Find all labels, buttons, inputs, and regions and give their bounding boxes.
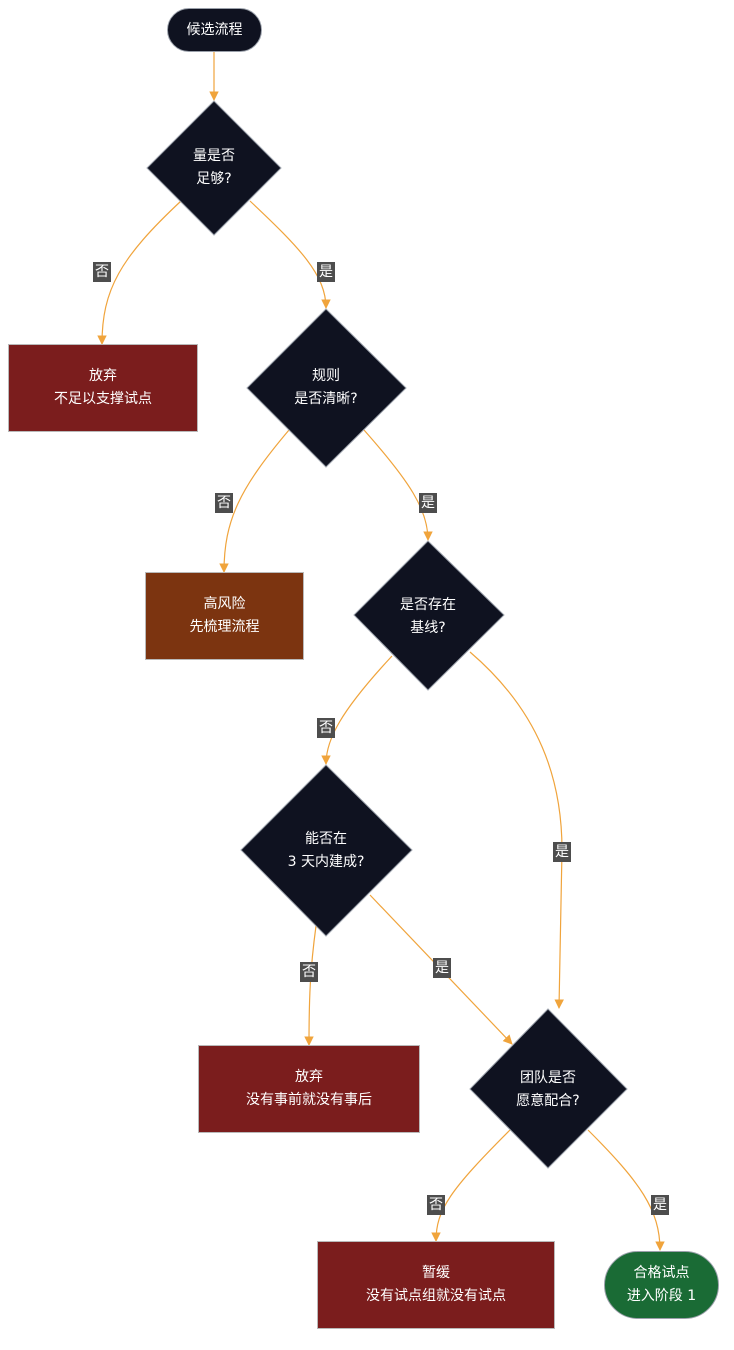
decision-team-shape bbox=[469, 1008, 628, 1169]
edge-volume-yes bbox=[249, 200, 331, 309]
decision-build: 能否在 3 天内建成? bbox=[266, 826, 386, 876]
edge-rules-yes bbox=[363, 429, 433, 541]
edge-label-build-yes: 是 bbox=[433, 958, 451, 978]
high-risk-node: 高风险 先梳理流程 bbox=[145, 572, 304, 660]
edge-label-baseline-no: 否 bbox=[317, 718, 335, 738]
edge-label-rules-yes: 是 bbox=[419, 493, 437, 513]
abandon-volume-node: 放弃 不足以支撑试点 bbox=[8, 344, 198, 432]
qualified-title: 合格试点 bbox=[633, 1265, 690, 1281]
decision-rules-line1: 规则 bbox=[312, 368, 340, 384]
abandon-volume-reason: 不足以支撑试点 bbox=[54, 391, 152, 407]
pause-title: 暂缓 bbox=[422, 1265, 450, 1281]
pause-node: 暂缓 没有试点组就没有试点 bbox=[317, 1241, 555, 1329]
abandon-volume-title: 放弃 bbox=[89, 368, 117, 384]
pause-reason: 没有试点组就没有试点 bbox=[366, 1288, 506, 1304]
edge-label-baseline-yes: 是 bbox=[553, 842, 571, 862]
decision-baseline-line1: 是否存在 bbox=[400, 597, 456, 613]
start-node-label: 候选流程 bbox=[186, 21, 243, 38]
edge-baseline-yes bbox=[469, 651, 564, 1009]
decision-build-line2: 3 天内建成? bbox=[287, 854, 365, 870]
edge-label-build-no: 否 bbox=[300, 962, 318, 982]
decision-team-line2: 愿意配合? bbox=[516, 1093, 580, 1109]
edge-label-team-no: 否 bbox=[427, 1195, 445, 1215]
decision-build-shape bbox=[240, 764, 413, 937]
high-risk-action: 先梳理流程 bbox=[189, 619, 260, 635]
edge-label-rules-no: 否 bbox=[215, 493, 233, 513]
decision-baseline-shape bbox=[353, 540, 505, 691]
decision-volume-line2: 足够? bbox=[196, 171, 232, 187]
abandon-baseline-title: 放弃 bbox=[295, 1069, 323, 1085]
decision-rules-shape bbox=[246, 308, 407, 468]
decision-rules-line2: 是否清晰? bbox=[294, 391, 358, 407]
high-risk-title: 高风险 bbox=[203, 596, 246, 612]
decision-rules: 规则 是否清晰? bbox=[266, 363, 386, 413]
qualified-node: 合格试点 进入阶段 1 bbox=[604, 1251, 719, 1319]
edge-build-no bbox=[304, 925, 317, 1046]
edge-team-no bbox=[431, 1129, 511, 1242]
decision-volume-shape bbox=[146, 100, 282, 236]
edge-label-volume-yes: 是 bbox=[317, 262, 335, 282]
decision-baseline: 是否存在 基线? bbox=[378, 592, 478, 642]
edge-team-yes bbox=[587, 1129, 665, 1251]
edge-rules-no bbox=[219, 429, 290, 573]
edge-label-volume-no: 否 bbox=[93, 262, 111, 282]
decision-build-line1: 能否在 bbox=[305, 831, 347, 847]
decision-volume: 量是否 足够? bbox=[164, 143, 264, 193]
decision-volume-line1: 量是否 bbox=[193, 148, 235, 164]
start-node: 候选流程 bbox=[167, 8, 262, 52]
edge-label-team-yes: 是 bbox=[651, 1195, 669, 1215]
edge-baseline-no bbox=[321, 655, 393, 765]
abandon-baseline-reason: 没有事前就没有事后 bbox=[246, 1092, 372, 1108]
edge-volume-no bbox=[97, 200, 182, 345]
decision-team-line1: 团队是否 bbox=[520, 1070, 576, 1086]
decision-baseline-line2: 基线? bbox=[410, 620, 446, 636]
decision-team: 团队是否 愿意配合? bbox=[488, 1065, 608, 1115]
qualified-next: 进入阶段 1 bbox=[626, 1288, 697, 1304]
abandon-baseline-node: 放弃 没有事前就没有事后 bbox=[198, 1045, 420, 1133]
